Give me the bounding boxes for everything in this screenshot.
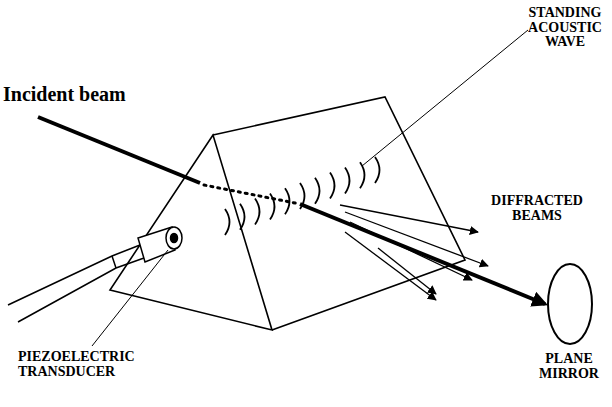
wave-arc <box>375 157 380 183</box>
part-label: STANDING ACOUSTIC WAVE <box>521 6 609 50</box>
wave-arc <box>330 173 335 199</box>
part-label: PLANE MIRROR <box>529 352 609 381</box>
beam-label: Incident beam <box>3 84 173 105</box>
diffracted-beams <box>340 205 488 300</box>
incident-beam <box>38 117 200 183</box>
piezoelectric-transducer <box>138 227 182 262</box>
wave-arc <box>255 199 260 225</box>
leader-line <box>362 30 528 166</box>
leader-line <box>92 250 168 346</box>
prism <box>110 97 465 330</box>
beam-inside-prism <box>204 185 300 204</box>
wave-arc <box>315 178 320 204</box>
transmitted-beam <box>300 204 545 304</box>
transducer-wires <box>8 245 144 322</box>
wave-arc <box>225 209 230 235</box>
wave-arc <box>345 167 350 193</box>
part-label: DIFFRACTED BEAMS <box>478 194 596 223</box>
part-label: PIEZOELECTRIC TRANSDUCER <box>18 350 178 379</box>
plane-mirror <box>548 264 592 344</box>
acoustic-wave-fronts <box>225 157 380 235</box>
wave-arc <box>240 204 245 230</box>
